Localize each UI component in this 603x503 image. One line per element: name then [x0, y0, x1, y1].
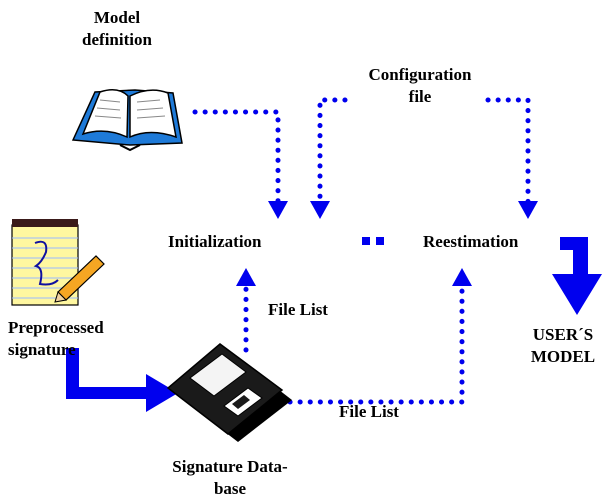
- dotted-connectors: [192, 97, 531, 405]
- model-definition-label: Model definition: [82, 8, 152, 49]
- configuration-file-label: Configuration file: [368, 65, 472, 106]
- reestimation-to-model-arrow: [552, 237, 602, 315]
- initialization-arrowhead-2: [310, 201, 330, 219]
- reestimation-label: Reestimation: [423, 232, 519, 251]
- initialization-arrowhead-1: [268, 201, 288, 219]
- database-to-reestimation-connector: [287, 282, 465, 405]
- floppy-disk-icon: [166, 343, 292, 442]
- arrowheads: [236, 201, 538, 286]
- file-list-bottom-label: File List: [339, 402, 399, 421]
- file-list-up-arrowhead-right: [452, 268, 472, 286]
- book-to-initialization-connector: [192, 109, 281, 205]
- open-book-icon: [71, 89, 183, 152]
- ellipsis-dots: [362, 237, 384, 245]
- file-list-up-arrowhead-left: [236, 268, 256, 286]
- reestimation-arrowhead: [518, 201, 538, 219]
- config-to-initialization-connector: [317, 97, 348, 205]
- signature-to-database-arrow: [66, 348, 178, 412]
- preprocessed-signature-label: Preprocessed signature: [8, 318, 104, 359]
- initialization-label: Initialization: [168, 232, 262, 251]
- config-to-reestimation-connector: [485, 97, 531, 205]
- users-model-label: USER´S MODEL: [530, 325, 596, 366]
- notepad-with-pencil-icon: [11, 219, 105, 306]
- file-list-left-label: File List: [268, 300, 328, 319]
- signature-database-label: Signature Data- base: [172, 457, 288, 498]
